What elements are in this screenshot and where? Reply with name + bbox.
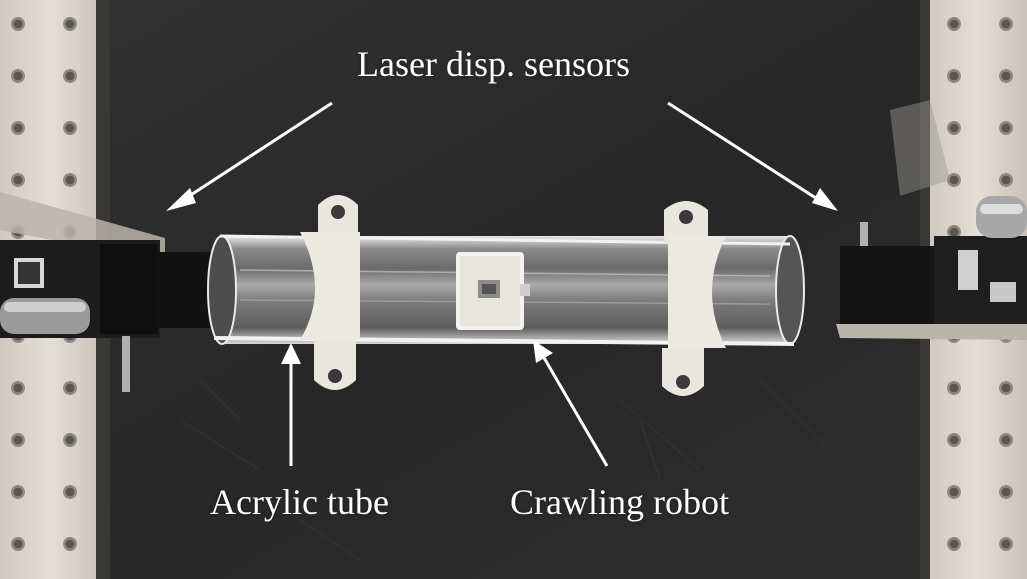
right-laser-sensor: [836, 100, 1027, 340]
arrow-to-left-sensor: [179, 101, 333, 204]
crawling-robot-label: Crawling robot: [510, 482, 729, 522]
acrylic-tube-label: Acrylic tube: [210, 482, 389, 522]
crawling-robot: [456, 252, 530, 330]
left-tube-clamp: [300, 195, 360, 390]
arrow-to-robot: [541, 355, 609, 467]
arrow-to-right-sensor: [667, 101, 823, 204]
board-scratches: [179, 379, 831, 561]
right-tube-clamp: [662, 201, 726, 396]
laser-sensors-label: Laser disp. sensors: [357, 44, 630, 84]
annotation-arrows: [166, 101, 838, 467]
